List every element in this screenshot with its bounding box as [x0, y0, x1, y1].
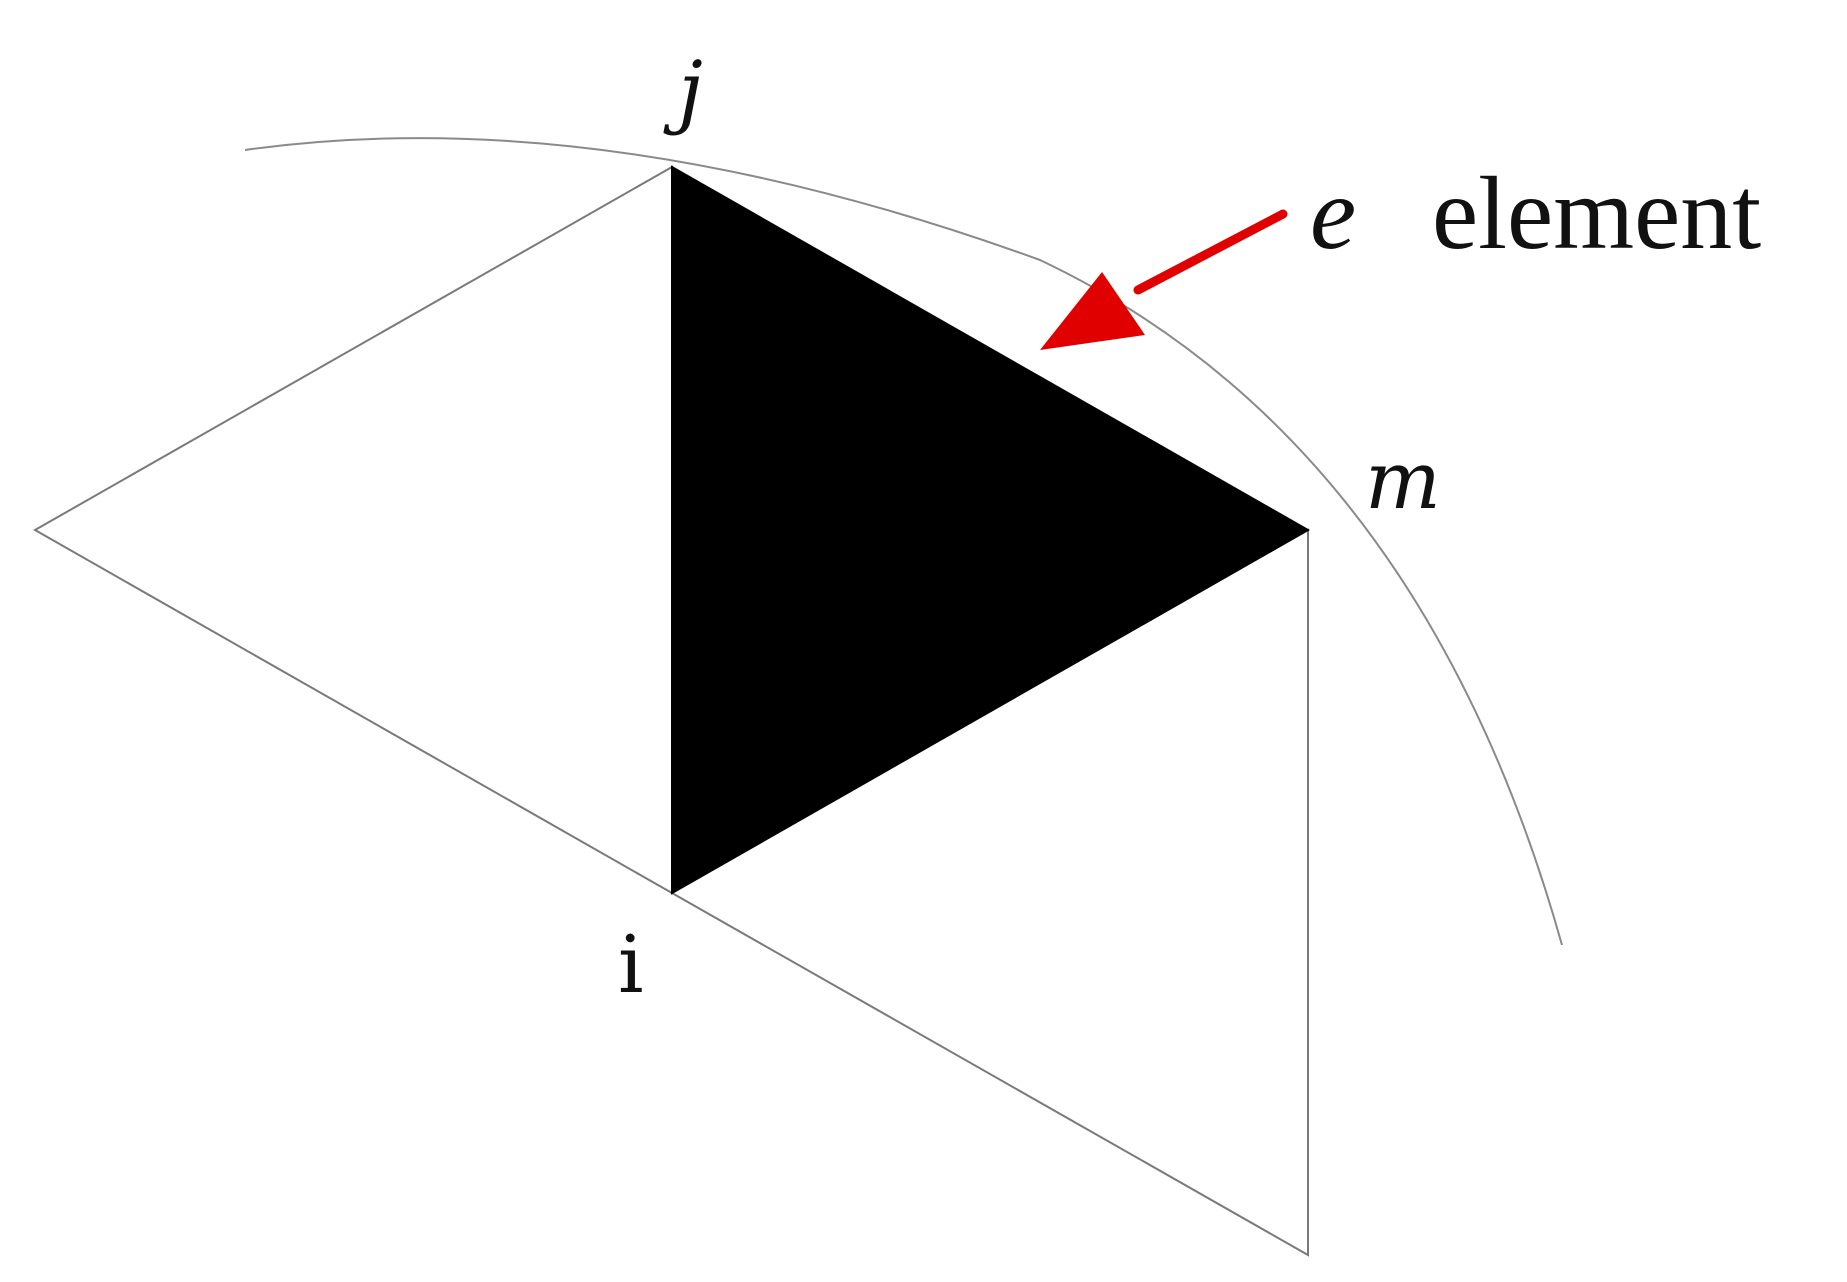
node-label-j: j	[663, 44, 703, 137]
highlighted-element-e	[671, 165, 1311, 895]
node-label-i: i	[618, 918, 644, 1011]
callout-symbol-e: e	[1310, 156, 1356, 271]
callout-word-element: element	[1432, 156, 1761, 271]
callout-arrow	[1040, 209, 1288, 350]
boundary-arc	[244, 137, 1563, 946]
left-triangle-element	[32, 165, 673, 895]
node-label-m: m	[1365, 434, 1441, 527]
